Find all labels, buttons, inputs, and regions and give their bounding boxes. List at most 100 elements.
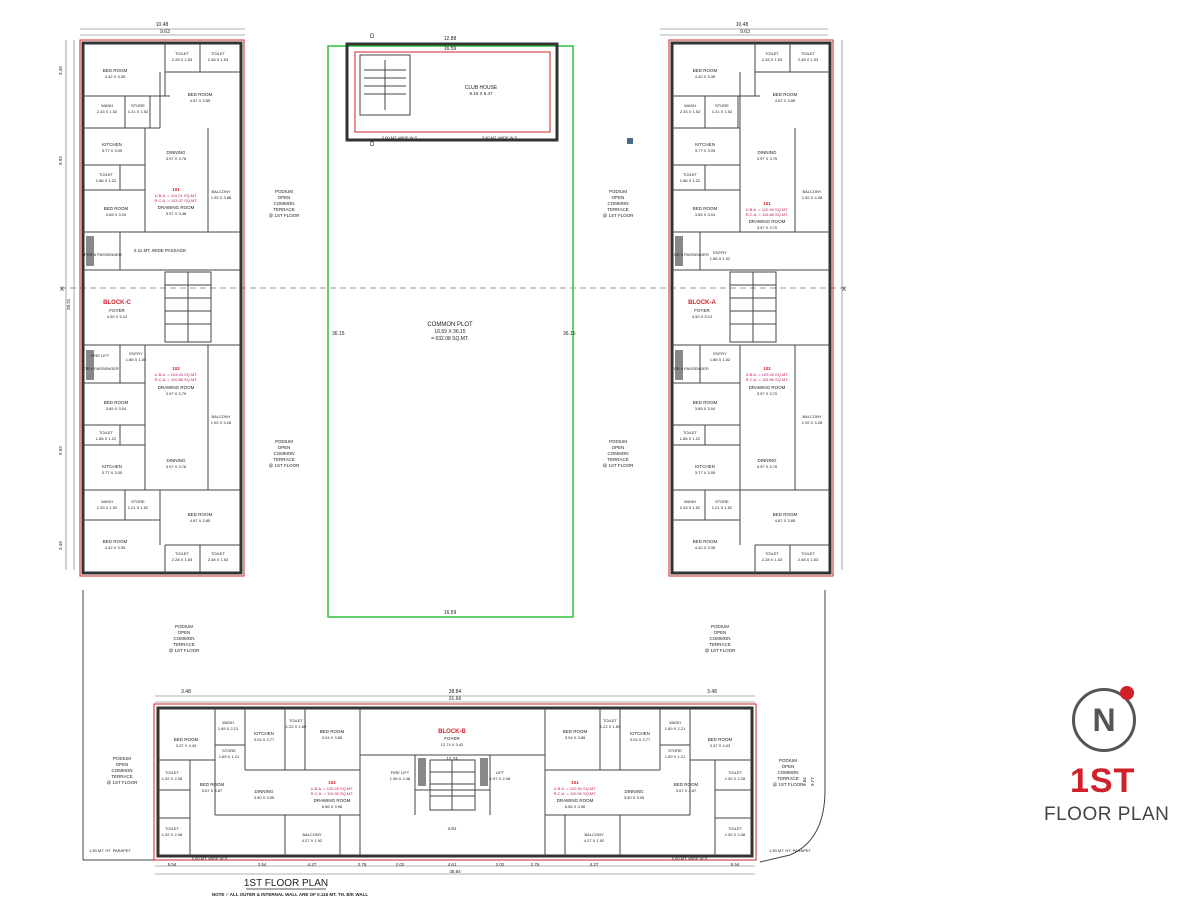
bb-toilet-3-size: 1.52 X 2.48 [162, 832, 183, 837]
bc-foyer: FOYER [109, 308, 125, 313]
ba-bedroom-6-size: 4.42 X 3.35 [695, 545, 716, 550]
club-house-size: 9.15 X 5.47 [469, 91, 493, 96]
bc-foyer-size: 4.50 X 5.12 [107, 314, 128, 319]
bb-store-2: STORE [668, 748, 682, 753]
bc-dinning-2: DINNING [167, 458, 186, 463]
bb-toilet-5-size: 1.52 X 2.28 [725, 776, 746, 781]
bc-drawing-2: DRAWING ROOM [158, 385, 195, 390]
bb-toilet-4: TOILET [603, 718, 617, 723]
logo-ring [1072, 688, 1136, 752]
bb-dinning-1-size: 3.90 X 3.95 [254, 795, 275, 800]
bb-toilet-6: TOILET [728, 826, 742, 831]
bb-toilet-4-size: 1.22 X 1.69 [600, 724, 621, 729]
section-cut-bottom: D [370, 142, 375, 148]
svg-text:OPEN: OPEN [612, 195, 625, 200]
bc-wash-1: WASH [101, 103, 113, 108]
axis-label-left: X [60, 287, 64, 293]
bb-bottom-dim-3: 4.27 [308, 862, 317, 867]
bb-bottom-dim-7: 2.02 [496, 862, 505, 867]
bb-bedroom-1: BED ROOM [174, 737, 199, 742]
bc-bedroom-5: BED ROOM [188, 512, 213, 517]
terrace-label-8: PODIUM OPEN COMMON TERRACE @ 1ST FLOOR [773, 758, 804, 787]
bb-unit-102-no: 102 [328, 780, 336, 785]
bb-right-dim-1: 9.04 [802, 777, 807, 786]
bb-toilet-3: TOILET [165, 826, 179, 831]
svg-text:PODIUM: PODIUM [113, 756, 131, 761]
bb-wash-1: WASH [222, 720, 234, 725]
floor-plan-logo: N 1ST FLOOR PLAN [1040, 686, 1190, 838]
bc-toilet-1-size: 2.28 X 1.53 [172, 57, 193, 62]
svg-text:OPEN: OPEN [178, 630, 191, 635]
ba-bedroom-5-size: 4.87 X 3.85 [775, 518, 796, 523]
bc-wash-1-size: 2.33 X 1.52 [97, 109, 118, 114]
bb-foyer: FOYER [444, 736, 460, 741]
terrace-label-6: PODIUM OPEN COMMON TERRACE @ 1ST FLOOR [705, 624, 736, 653]
bb-bottom-dim-2: 2.54 [258, 862, 267, 867]
bb-wash-1-size: 1.69 X 2.21 [218, 726, 239, 731]
svg-text:TERRACE: TERRACE [111, 774, 133, 779]
block-a-outer-dim: 10.48 [736, 22, 749, 28]
bb-bedroom-2: BED ROOM [320, 729, 345, 734]
block-b: 38.84 31.66 3.48 3.48 [89, 689, 815, 875]
svg-text:TERRACE: TERRACE [173, 642, 195, 647]
bc-dinning-1: DINNING [167, 150, 186, 155]
club-house-label: CLUB HOUSE [465, 85, 498, 91]
bb-unit-102-uba: U.B.A. = 120.90 SQ.MT. [311, 786, 354, 791]
ba-toilet-2: TOILET [801, 51, 815, 56]
svg-text:TERRACE: TERRACE [273, 207, 295, 212]
terrace-label-4: PODIUM OPEN COMMON TERRACE @ 1ST FLOOR [603, 439, 634, 468]
svg-text:PODIUM: PODIUM [711, 624, 729, 629]
ba-balcony-1-size: 1.92 X 4.28 [802, 195, 823, 200]
svg-text:OPEN: OPEN [116, 762, 129, 767]
ba-wash-1: WASH [684, 103, 696, 108]
ba-toilet-1: TOILET [765, 51, 779, 56]
bb-bedroom-1-size: 3.37 X 4.43 [176, 743, 197, 748]
bb-store-1: STORE [222, 748, 236, 753]
bb-parapet-left: 1.50 MT. HT. PARAPET [89, 848, 131, 853]
common-plot-boundary [327, 45, 574, 618]
bc-bedroom-1: BED ROOM [103, 68, 128, 73]
ba-bedroom-3-size: 3.65 X 3.04 [695, 212, 716, 217]
logo-dot [1120, 686, 1134, 700]
bb-bottom-dim-4: 2.76 [358, 862, 367, 867]
bb-drawing-1-size: 6.56 X 3.96 [322, 804, 343, 809]
svg-text:PODIUM: PODIUM [175, 624, 193, 629]
bc-unit-101-no: 101 [172, 187, 180, 192]
bc-toilet-2-size: 2.48 X 1.53 [208, 57, 229, 62]
ba-bedroom-5: BED ROOM [773, 512, 798, 517]
bb-toilet-6-size: 1.52 X 2.48 [725, 832, 746, 837]
bc-toilet-4: TOILET [99, 430, 113, 435]
svg-text:PODIUM: PODIUM [609, 439, 627, 444]
bc-left-dim-5: 3.49 [58, 541, 63, 550]
ba-bedroom-2: BED ROOM [773, 92, 798, 97]
bc-unit-102-rca: R.C.A. = 110.86 SQ.MT. [155, 377, 198, 382]
bb-bedroom-4: BED ROOM [563, 729, 588, 734]
bc-entry: ENTRY [129, 351, 143, 356]
bb-kitchen-1: KITCHEN [254, 731, 274, 736]
ba-unit-102-rca: R.C.A. = 116.86 SQ.MT. [746, 377, 789, 382]
ba-store-1-size: 1.21 X 1.52 [712, 109, 733, 114]
bc-entry-size: 1.86 X 1.52 [126, 357, 147, 362]
ba-unit-102-uba: U.B.A. = 103.40 SQ.MT. [746, 372, 789, 377]
bb-bottom-dim-9: 4.27 [590, 862, 599, 867]
ba-entry-1-size: 1.86 X 1.52 [710, 256, 731, 261]
bb-balcony-2-size: 4.27 X 1.92 [584, 838, 605, 843]
svg-text:@ 1ST FLOOR: @ 1ST FLOOR [269, 213, 300, 218]
block-b-inner-dim: 31.66 [449, 696, 462, 702]
bb-toilet-1: TOILET [289, 718, 303, 723]
bb-fire-lift: FIRE LIFT [391, 770, 410, 775]
svg-text:COMMON: COMMON [274, 451, 295, 456]
bc-left-dim-2: 9.93 [58, 156, 63, 165]
bb-bedroom-5: BED ROOM [708, 737, 733, 742]
bb-bedroom-6-size: 3.67 X 4.87 [676, 788, 697, 793]
svg-text:@ 1ST FLOOR: @ 1ST FLOOR [603, 463, 634, 468]
block-c-name: BLOCK-C [103, 300, 131, 306]
bb-mid-dim: 12.74 [446, 756, 458, 761]
bc-toilet-5-size: 2.28 X 1.53 [172, 557, 193, 562]
bc-wash-2-size: 2.33 X 1.52 [97, 505, 118, 510]
terrace-label-5: PODIUM OPEN COMMON TERRACE @ 1ST FLOOR [169, 624, 200, 653]
bc-toilet-6-size: 2.48 X 1.53 [208, 557, 229, 562]
plan-note: NOTE :- ALL OUTER & INTERNAL WALL ARE OF… [212, 892, 368, 897]
marker-square [627, 138, 633, 144]
svg-text:COMMON: COMMON [274, 201, 295, 206]
